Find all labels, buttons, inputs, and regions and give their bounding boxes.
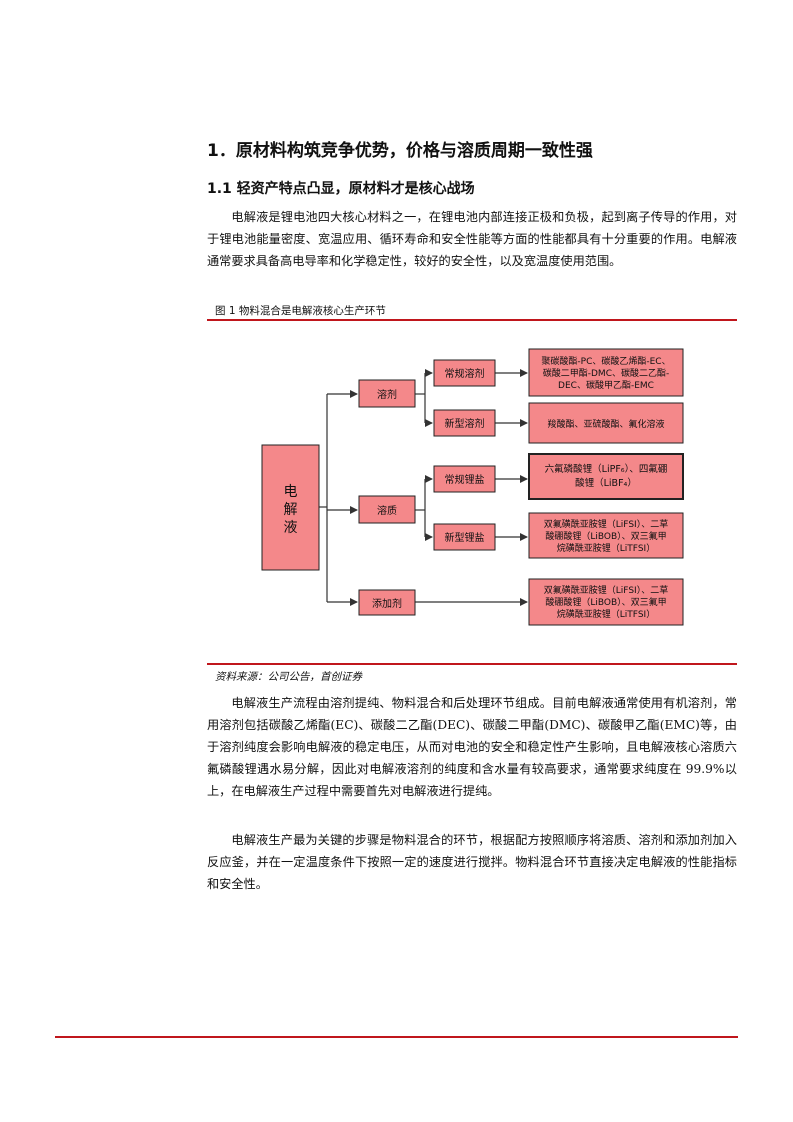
node-regular-solvent: 常规溶剂 [433,359,496,387]
subsection-heading: 1.1 轻资产特点凸显，原材料才是核心战场 [207,181,475,197]
root-char-3: 液 [284,520,298,536]
root-char-2: 解 [284,502,298,518]
svg-text:酸硼酸锂（LiBOB）、双三氟甲: 酸硼酸锂（LiBOB）、双三氟甲 [545,530,666,542]
leaf-additive: 双氟磺酰亚胺锂（LiFSI）、二草 酸硼酸锂（LiBOB）、双三氟甲 烷磺酰亚胺… [528,578,684,626]
svg-text:双氟磺酰亚胺锂（LiFSI）、二草: 双氟磺酰亚胺锂（LiFSI）、二草 [544,584,668,596]
root-char-1: 电 [284,484,298,500]
figure-bottom-rule [207,663,737,665]
leaf-regular-salt: 六氟磷酸锂（LiPF₆）、四氟硼 酸锂（LiBF₄） [528,453,684,500]
root-node: 电 解 液 [261,444,320,571]
connector-lines [319,369,528,606]
leaf-new-solvent: 羧酸酯、亚硫酸酯、氟化溶液 [528,402,684,444]
section-heading: 1．原材料构筑竞争优势，价格与溶质周期一致性强 [207,141,593,161]
leaf-new-salt: 双氟磺酰亚胺锂（LiFSI）、二草 酸硼酸锂（LiBOB）、双三氟甲 烷磺酰亚胺… [528,512,684,559]
node-new-solvent: 新型溶剂 [433,409,496,437]
svg-text:常规溶剂: 常规溶剂 [445,367,485,380]
leaf-regular-solvent: 聚碳酸酯-PC、碳酸乙烯酯-EC、 碳酸二甲酯-DMC、碳酸二乙酯- DEC、碳… [528,348,684,397]
node-new-salt: 新型锂盐 [433,523,496,551]
svg-text:羧酸酯、亚硫酸酯、氟化溶液: 羧酸酯、亚硫酸酯、氟化溶液 [547,418,664,430]
svg-text:聚碳酸酯-PC、碳酸乙烯酯-EC、: 聚碳酸酯-PC、碳酸乙烯酯-EC、 [541,355,670,367]
svg-text:新型溶剂: 新型溶剂 [445,417,485,430]
svg-text:烷磺酰亚胺锂（LiTFSI）: 烷磺酰亚胺锂（LiTFSI） [557,608,655,620]
footer-rule [55,1036,738,1038]
svg-text:添加剂: 添加剂 [372,597,402,610]
node-additive: 添加剂 [358,589,416,616]
svg-text:双氟磺酰亚胺锂（LiFSI）、二草: 双氟磺酰亚胺锂（LiFSI）、二草 [544,518,668,530]
svg-text:溶剂: 溶剂 [377,388,397,401]
svg-text:常规锂盐: 常规锂盐 [445,473,485,486]
svg-text:DEC、碳酸甲乙酯-EMC: DEC、碳酸甲乙酯-EMC [558,379,654,391]
node-regular-salt: 常规锂盐 [433,465,496,493]
paragraph-intro: 电解液是锂电池四大核心材料之一，在锂电池内部连接正极和负极，起到离子传导的作用，… [207,210,737,268]
figure-top-rule [207,319,737,321]
svg-text:酸硼酸锂（LiBOB）、双三氟甲: 酸硼酸锂（LiBOB）、双三氟甲 [545,596,666,608]
svg-text:新型锂盐: 新型锂盐 [445,531,485,544]
figure-caption: 图 1 物料混合是电解液核心生产环节 [215,305,386,317]
figure-source: 资料来源：公司公告，首创证券 [215,671,362,683]
svg-text:六氟磷酸锂（LiPF₆）、四氟硼: 六氟磷酸锂（LiPF₆）、四氟硼 [545,463,668,475]
svg-text:烷磺酰亚胺锂（LiTFSI）: 烷磺酰亚胺锂（LiTFSI） [557,542,655,554]
node-solute: 溶质 [358,495,416,524]
svg-text:溶质: 溶质 [377,504,397,517]
svg-text:碳酸二甲酯-DMC、碳酸二乙酯-: 碳酸二甲酯-DMC、碳酸二乙酯- [543,367,669,379]
node-solvent: 溶剂 [358,379,416,408]
paragraph-process: 电解液生产流程由溶剂提纯、物料混合和后处理环节组成。目前电解液通常使用有机溶剂，… [207,696,737,798]
svg-text:酸锂（LiBF₄）: 酸锂（LiBF₄） [575,477,637,489]
flow-diagram: 电 解 液 溶剂 溶质 添加剂 常规溶剂 新型溶剂 常规锂盐 新型锂盐 聚碳酸酯… [261,348,684,626]
paragraph-mixing: 电解液生产最为关键的步骤是物料混合的环节，根据配方按照顺序将溶质、溶剂和添加剂加… [207,833,737,891]
